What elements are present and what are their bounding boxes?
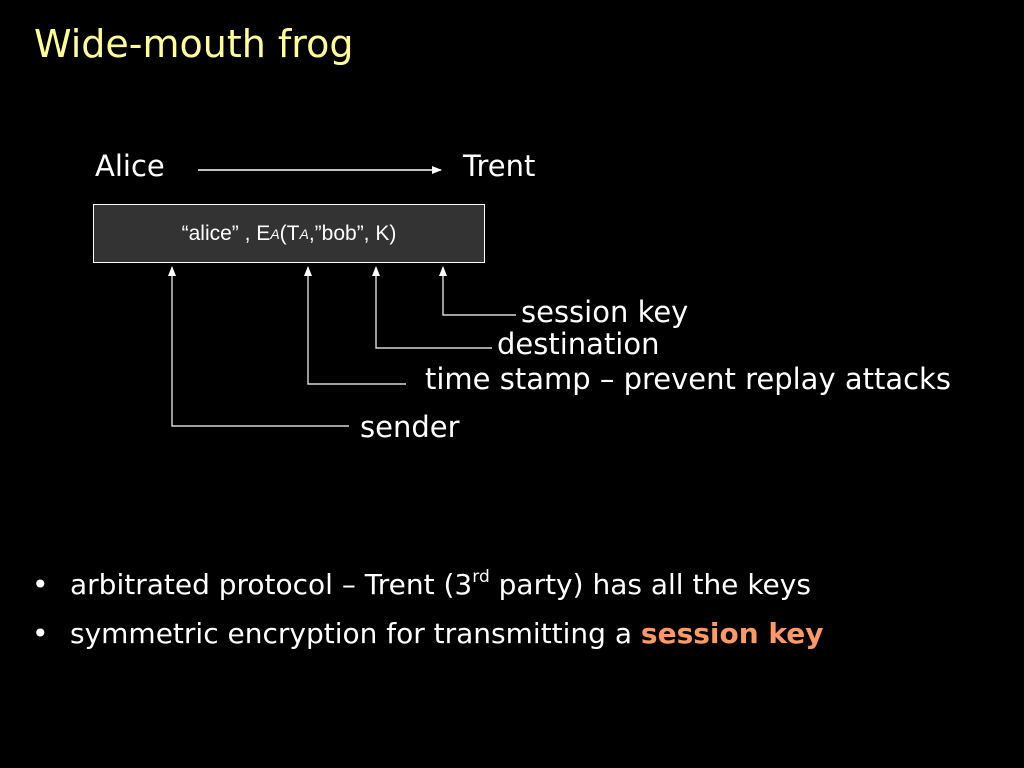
- bullet-marker: •: [32, 617, 49, 650]
- bullet-item: • symmetric encryption for transmitting a…: [32, 616, 824, 652]
- bullet-text: arbitrated protocol – Trent (3: [70, 568, 473, 601]
- receiver-trent-label: Trent: [463, 149, 536, 183]
- timestamp-a-subscript: A: [299, 225, 309, 242]
- sender-pointer-line: [168, 266, 349, 427]
- bullet-text-continued: party) has all the keys: [489, 568, 811, 601]
- bullet-marker: •: [32, 568, 49, 601]
- message-destination-key: ,”bob”, K): [308, 221, 397, 245]
- sender-label: sender: [360, 410, 460, 444]
- sender-alice-label: Alice: [95, 149, 165, 183]
- bullet-item: • arbitrated protocol – Trent (3rd party)…: [32, 567, 811, 603]
- destination-label: destination: [497, 327, 660, 361]
- highlighted-term: session key: [640, 617, 824, 650]
- session-key-label: session key: [521, 295, 689, 329]
- message-timestamp-open: (T: [279, 221, 300, 245]
- slide-title: Wide-mouth frog: [34, 22, 354, 66]
- destination-pointer-line: [372, 266, 492, 349]
- ordinal-superscript: rd: [472, 567, 490, 587]
- bullet-text: symmetric encryption for transmitting a: [70, 617, 641, 650]
- message-sender-field: “alice” , E: [181, 221, 271, 245]
- key-a-subscript: A: [270, 225, 280, 242]
- timestamp-pointer-line: [304, 266, 406, 385]
- session-key-pointer-line: [439, 266, 516, 316]
- timestamp-label: time stamp – prevent replay attacks: [425, 362, 951, 396]
